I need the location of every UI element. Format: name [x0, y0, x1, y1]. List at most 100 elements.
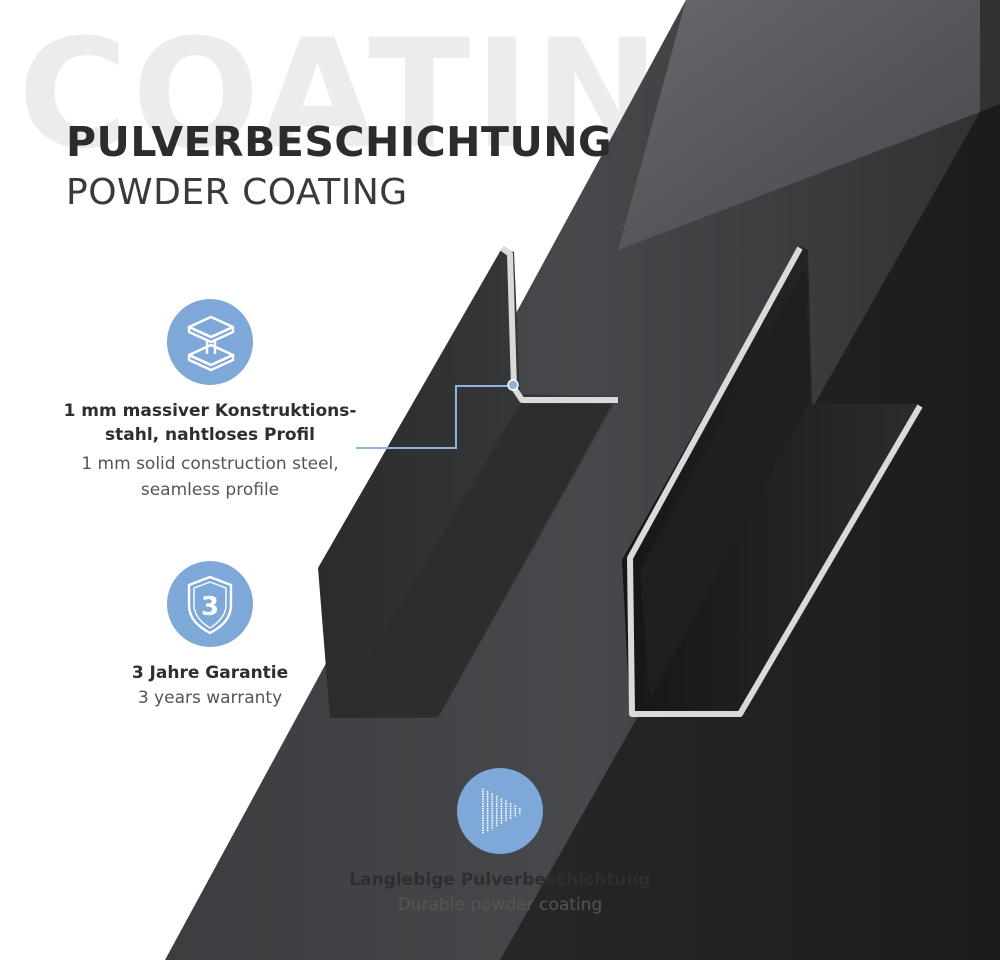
spray-dot [491, 802, 494, 805]
spray-dot [482, 805, 484, 808]
feature-label-en-line: seamless profile [140, 480, 280, 500]
feature-label-en-line: Durable powder coating [397, 895, 603, 915]
spray-dot [514, 805, 517, 808]
spray-dot [505, 800, 507, 803]
feature-warranty: 3 3 Jahre Garantie 3 years warranty [60, 561, 360, 711]
spray-dot [486, 800, 489, 803]
feature-badge [457, 768, 543, 854]
spray-dot [486, 814, 489, 817]
spray-dot [518, 810, 521, 812]
spray-dot [482, 824, 484, 827]
spray-dot [509, 814, 512, 817]
spray-dot [486, 795, 489, 798]
spray-dot [509, 812, 512, 815]
spray-dot [482, 822, 484, 824]
spray-dot [482, 807, 484, 810]
spray-dot [482, 812, 484, 815]
spray-dot [495, 802, 498, 805]
spray-dot [495, 795, 498, 798]
spray-dot [482, 826, 484, 829]
feature-badge [167, 299, 253, 385]
spray-dot [509, 810, 512, 812]
spray-dot [500, 814, 503, 817]
spray-dot [509, 805, 512, 808]
spray-dot [509, 802, 512, 805]
spray-dot [514, 814, 517, 817]
spray-dot [505, 810, 507, 812]
spray-dot [495, 798, 498, 800]
spray-dot [500, 819, 503, 822]
spray-dot [486, 798, 489, 800]
shield-3-icon: 3 [187, 575, 233, 635]
spray-dot [505, 802, 507, 805]
spray-dot [482, 802, 484, 805]
spray-dot [495, 822, 498, 824]
spray-dot [495, 805, 498, 808]
spray-dot [500, 805, 503, 808]
spray-dot [482, 795, 484, 798]
spray-dot [500, 822, 503, 824]
spray-dot [491, 812, 494, 815]
spray-dot [482, 798, 484, 800]
right-cut-edge-highlight [627, 246, 923, 717]
spray-dot [495, 819, 498, 822]
feature-label-en-line: 3 years warranty [137, 688, 283, 708]
spray-dot [514, 810, 517, 812]
shield-number: 3 [201, 592, 219, 622]
spray-dot [482, 810, 484, 812]
spray-dot [505, 807, 507, 810]
tube-top-face [618, 0, 980, 250]
spray-dot [500, 807, 503, 810]
spray-dot [509, 817, 512, 820]
spray-dot [500, 812, 503, 815]
spray-dot [491, 800, 494, 803]
spray-dot [505, 817, 507, 820]
spray-dot [482, 793, 484, 796]
spray-dot [486, 802, 489, 805]
spray-dot [491, 817, 494, 820]
spray-dot [500, 810, 503, 812]
spray-dot [505, 819, 507, 822]
spray-dot [486, 829, 489, 832]
spray-dot [491, 814, 494, 817]
spray-dot [486, 790, 489, 793]
spray-dot [491, 805, 494, 808]
spray-dot [495, 807, 498, 810]
spray-dot [518, 807, 521, 810]
spray-dot [482, 819, 484, 822]
spray-dot [486, 826, 489, 829]
spray-dot [505, 812, 507, 815]
spray-dot [482, 829, 484, 832]
spray-dot [495, 817, 498, 820]
spray-dot [505, 805, 507, 808]
feature-powder-coating: Langlebige Pulverbeschichtung Durable po… [320, 768, 680, 918]
steel-beam-icon [187, 315, 235, 372]
spray-dot [500, 817, 503, 820]
feature-label-de-line: Langlebige Pulverbeschichtung [349, 870, 651, 890]
feature-label-en-line: 1 mm solid construction steel, [81, 454, 339, 474]
spray-dot [509, 807, 512, 810]
spray-dot [491, 826, 494, 829]
callout-dot [507, 379, 519, 391]
spray-dot [486, 819, 489, 822]
spray-dot [500, 800, 503, 803]
spray-dot [482, 790, 484, 793]
spray-dot [491, 810, 494, 812]
left-cut-inner-shadow [334, 404, 612, 716]
spray-dot [482, 814, 484, 817]
spray-dot [518, 812, 521, 815]
spray-dot [486, 817, 489, 820]
feature-steel-profile: 1 mm massiver Konstruktions- stahl, naht… [20, 299, 400, 503]
right-cut-inner-face [640, 266, 810, 700]
spray-dot [495, 812, 498, 815]
spray-dot [491, 795, 494, 798]
spray-dot [514, 812, 517, 815]
spray-dot [505, 814, 507, 817]
spray-dot [486, 807, 489, 810]
feature-badge: 3 [167, 561, 253, 647]
spray-dot [486, 822, 489, 824]
spray-dot [486, 812, 489, 815]
left-cutaway-profile [318, 248, 618, 718]
